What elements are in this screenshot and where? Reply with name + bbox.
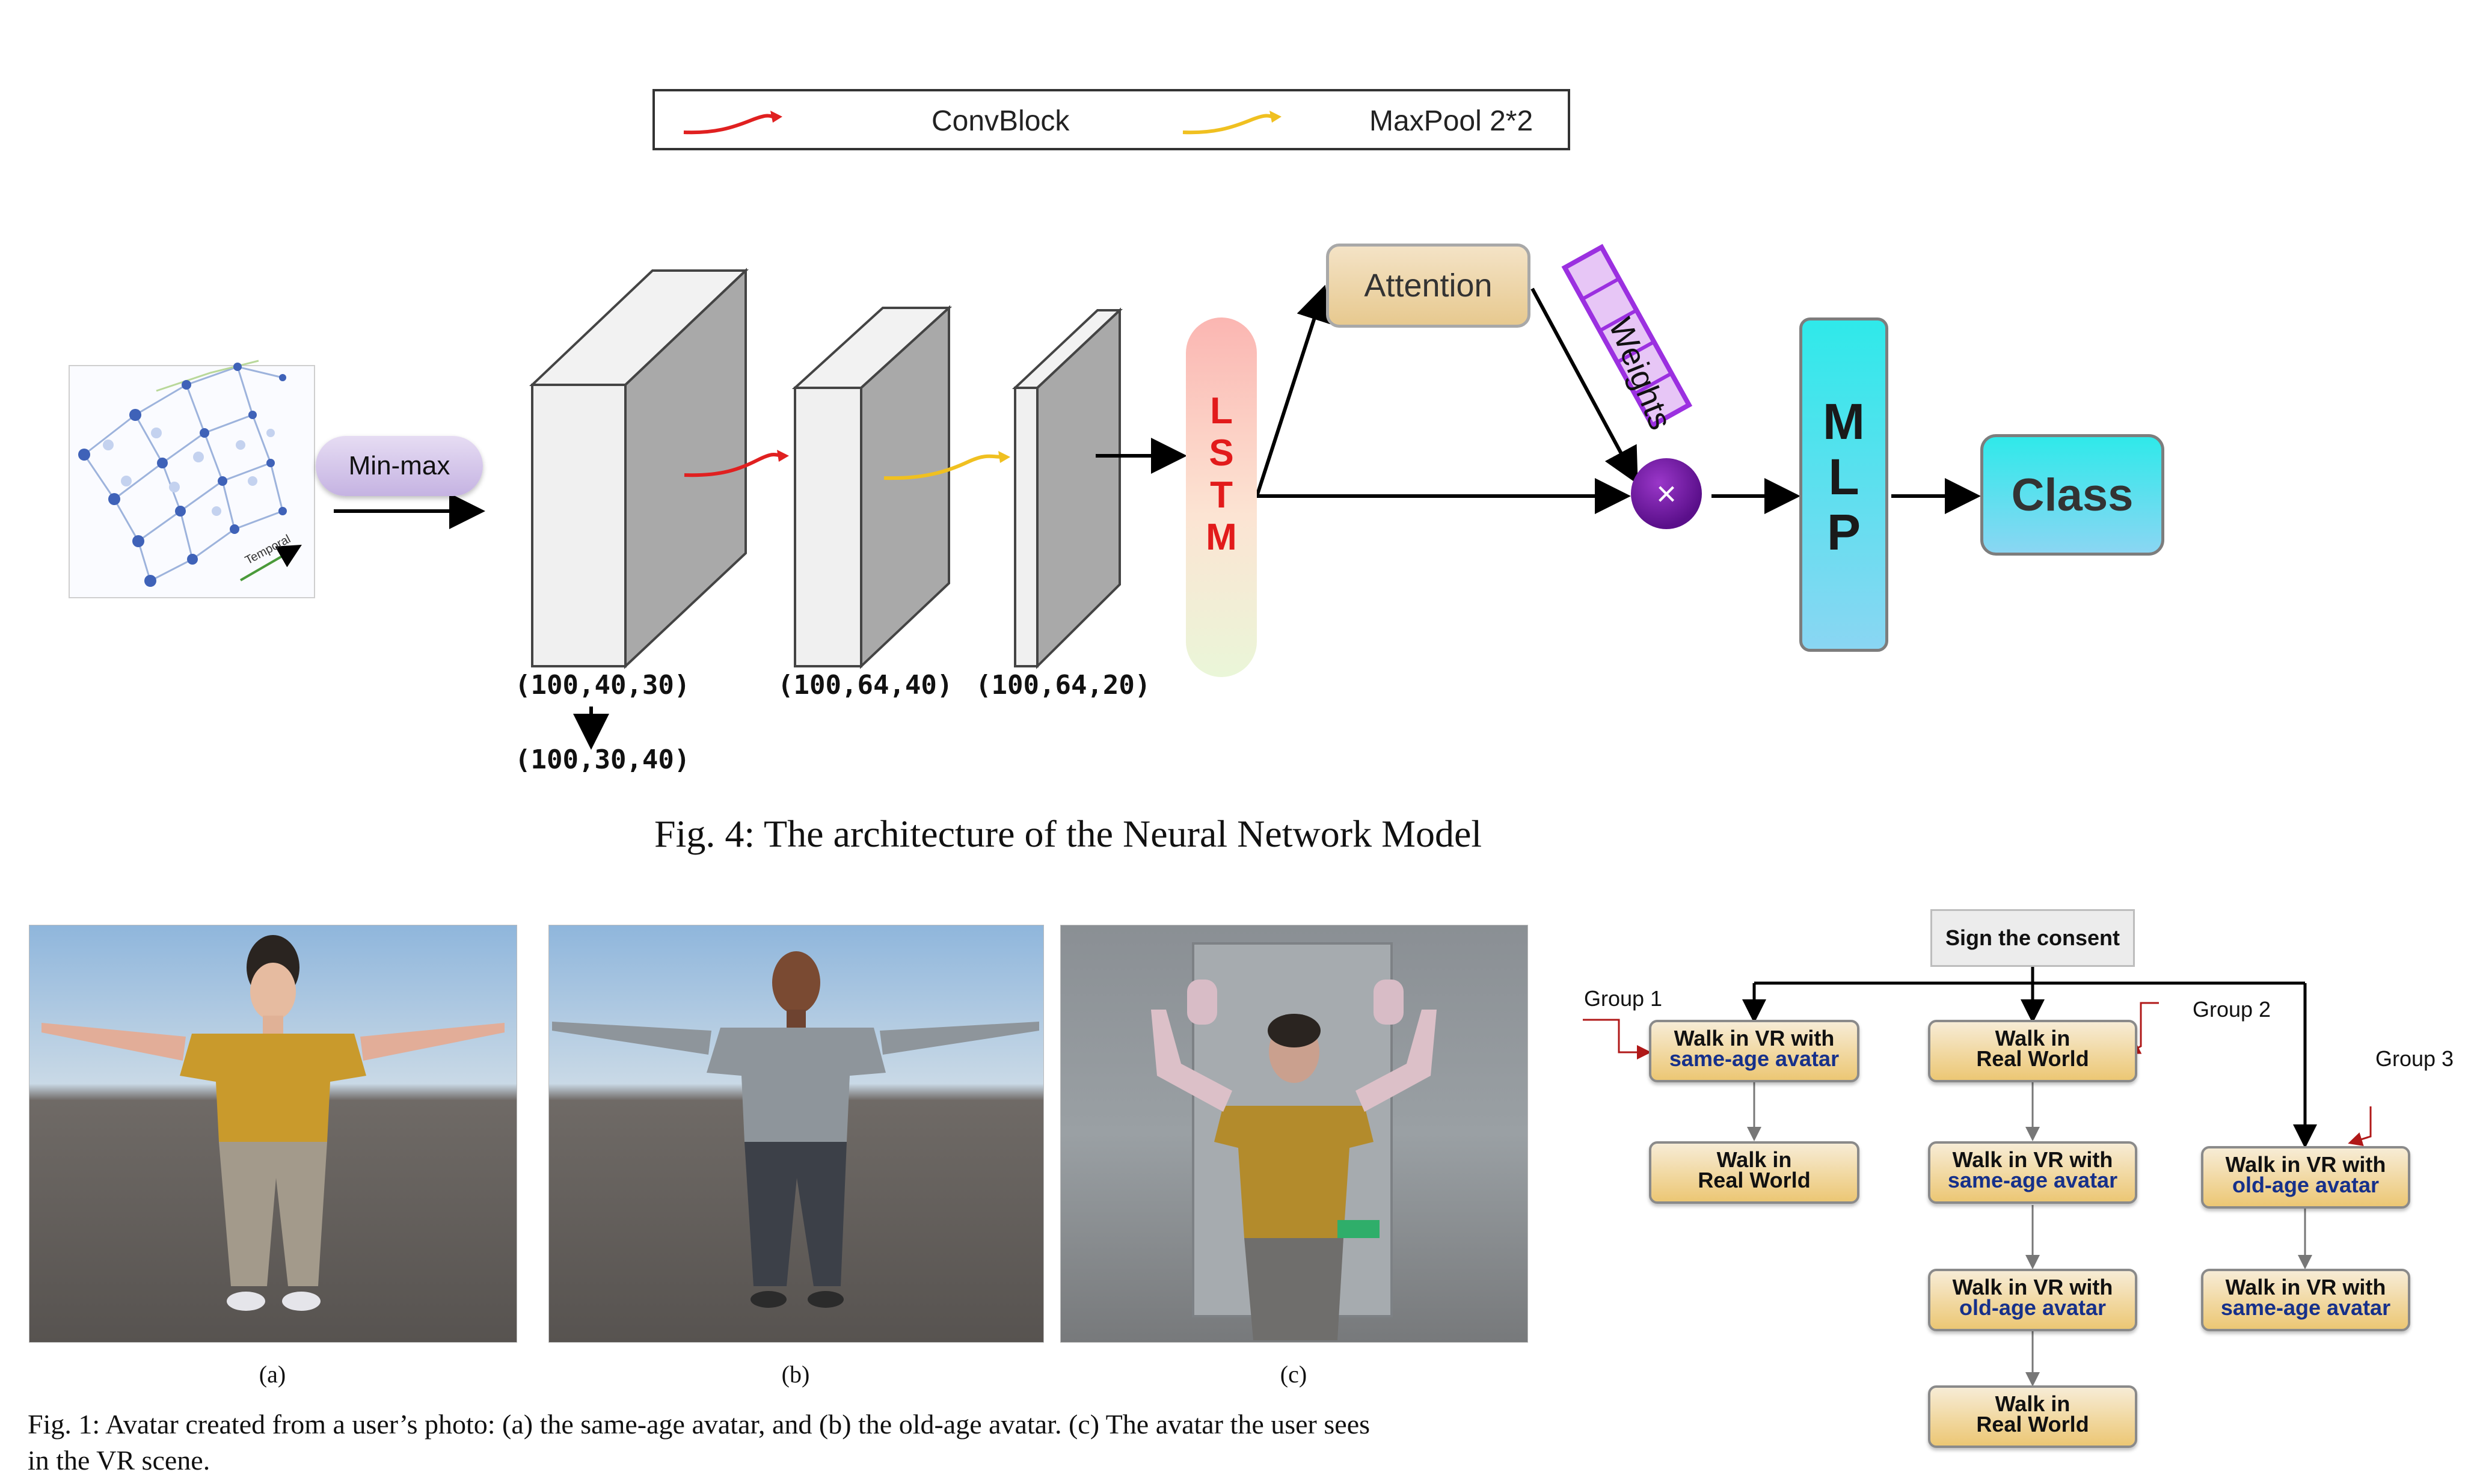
flow-box-line1: Walk in bbox=[1995, 1026, 2070, 1050]
minmax-pill: Min-max bbox=[316, 436, 483, 496]
sublabel-b: (b) bbox=[781, 1361, 810, 1388]
lstm-to-attention-arrow bbox=[1255, 284, 1331, 497]
flow-g3-step2: Walk in VR with same-age avatar bbox=[2201, 1269, 2410, 1331]
attention-block: Attention bbox=[1326, 244, 1530, 328]
flow-box-line1: Walk in bbox=[1995, 1391, 2070, 1416]
dim-label-3: (100,64,40) bbox=[778, 670, 953, 701]
group1-label: Group 1 bbox=[1584, 986, 1663, 1011]
flow-g3-step1: Walk in VR with old-age avatar bbox=[2201, 1146, 2410, 1209]
flow-box-line1: Walk in bbox=[1716, 1147, 1792, 1172]
mlp-letter: M bbox=[1823, 393, 1865, 450]
flow-box-line2: same-age avatar bbox=[2220, 1295, 2391, 1320]
group3-label: Group 3 bbox=[2375, 1046, 2454, 1071]
conv-block-2 bbox=[791, 305, 953, 669]
convblock-arrow-icon bbox=[683, 111, 782, 135]
flow-g1-step1: Walk in VR with same-age avatar bbox=[1649, 1020, 1859, 1082]
flow-box-line1: Walk in VR with bbox=[1674, 1026, 1835, 1050]
flow-g2-step3: Walk in VR with old-age avatar bbox=[1928, 1269, 2137, 1331]
flow-box-line1: Walk in VR with bbox=[1952, 1147, 2113, 1172]
flow-g2-step2: Walk in VR with same-age avatar bbox=[1928, 1141, 2137, 1204]
flow-box-line1: Walk in VR with bbox=[2225, 1152, 2386, 1177]
weights-vector bbox=[1561, 244, 1693, 429]
flow-box-line2: Real World bbox=[1976, 1412, 2089, 1436]
conv-block-1 bbox=[529, 268, 749, 669]
flow-g2-step1: Walk in Real World bbox=[1928, 1020, 2137, 1082]
flow-box-line2: old-age avatar bbox=[1959, 1295, 2107, 1320]
lstm-letter: T bbox=[1210, 474, 1233, 516]
fig4-caption: Fig. 4: The architecture of the Neural N… bbox=[654, 812, 1482, 855]
attention-to-multiply-arrow bbox=[1530, 287, 1638, 485]
flowchart-connectors bbox=[1583, 967, 2372, 1387]
legend-box: ConvBlock MaxPool 2*2 bbox=[652, 89, 1570, 150]
sublabel-c: (c) bbox=[1280, 1361, 1307, 1388]
convblock-flow-arrow bbox=[684, 452, 784, 477]
legend-maxpool-label: MaxPool 2*2 bbox=[1369, 105, 1533, 137]
fig1-caption-line1: Fig. 1: Avatar created from a user’s pho… bbox=[28, 1409, 1371, 1440]
fig1-caption-line2: in the VR scene. bbox=[28, 1445, 210, 1476]
maxpool-flow-arrow bbox=[883, 454, 1004, 480]
mlp-block: M L P bbox=[1799, 317, 1888, 652]
avatar-photo-a bbox=[29, 925, 517, 1343]
class-block: Class bbox=[1980, 434, 2164, 556]
sublabel-a: (a) bbox=[259, 1361, 286, 1388]
flow-box-line2: Real World bbox=[1698, 1168, 1811, 1192]
avatar-figure-a bbox=[41, 935, 505, 1311]
mlp-letter: P bbox=[1826, 504, 1861, 560]
legend-convblock-label: ConvBlock bbox=[932, 105, 1070, 137]
flow-box-line1: Walk in VR with bbox=[2225, 1275, 2386, 1299]
avatar-figure-b bbox=[552, 951, 1039, 1308]
group2-label: Group 2 bbox=[2193, 997, 2271, 1022]
flow-box-line2: old-age avatar bbox=[2232, 1173, 2380, 1197]
lstm-letter: S bbox=[1209, 432, 1234, 474]
multiply-icon: × bbox=[1631, 458, 1702, 529]
flow-consent-box: Sign the consent bbox=[1930, 909, 2135, 967]
avatar-photo-b bbox=[548, 925, 1044, 1343]
flow-box-line2: same-age avatar bbox=[1669, 1046, 1840, 1071]
avatar-figure-c bbox=[1151, 942, 1437, 1340]
architecture-diagram bbox=[69, 244, 1981, 750]
flow-g1-step2: Walk in Real World bbox=[1649, 1141, 1859, 1204]
mlp-letter: L bbox=[1828, 449, 1859, 505]
flow-box-line2: same-age avatar bbox=[1947, 1168, 2118, 1192]
lstm-block: L S T M bbox=[1186, 317, 1257, 677]
dim-label-2: (100,30,40) bbox=[515, 744, 690, 775]
flow-box-line1: Walk in VR with bbox=[1952, 1275, 2113, 1299]
flow-box-line2: Real World bbox=[1976, 1046, 2089, 1071]
dim-label-1: (100,40,30) bbox=[515, 670, 690, 701]
avatar-photo-c bbox=[1060, 925, 1528, 1343]
maxpool-arrow-icon bbox=[1182, 111, 1282, 135]
lstm-letter: L bbox=[1210, 390, 1233, 432]
dim-label-4: (100,64,20) bbox=[975, 670, 1151, 701]
flow-g2-step4: Walk in Real World bbox=[1928, 1385, 2137, 1448]
conv-block-3 bbox=[1011, 307, 1123, 669]
input-graph-image bbox=[69, 360, 315, 598]
lstm-letter: M bbox=[1206, 517, 1237, 558]
